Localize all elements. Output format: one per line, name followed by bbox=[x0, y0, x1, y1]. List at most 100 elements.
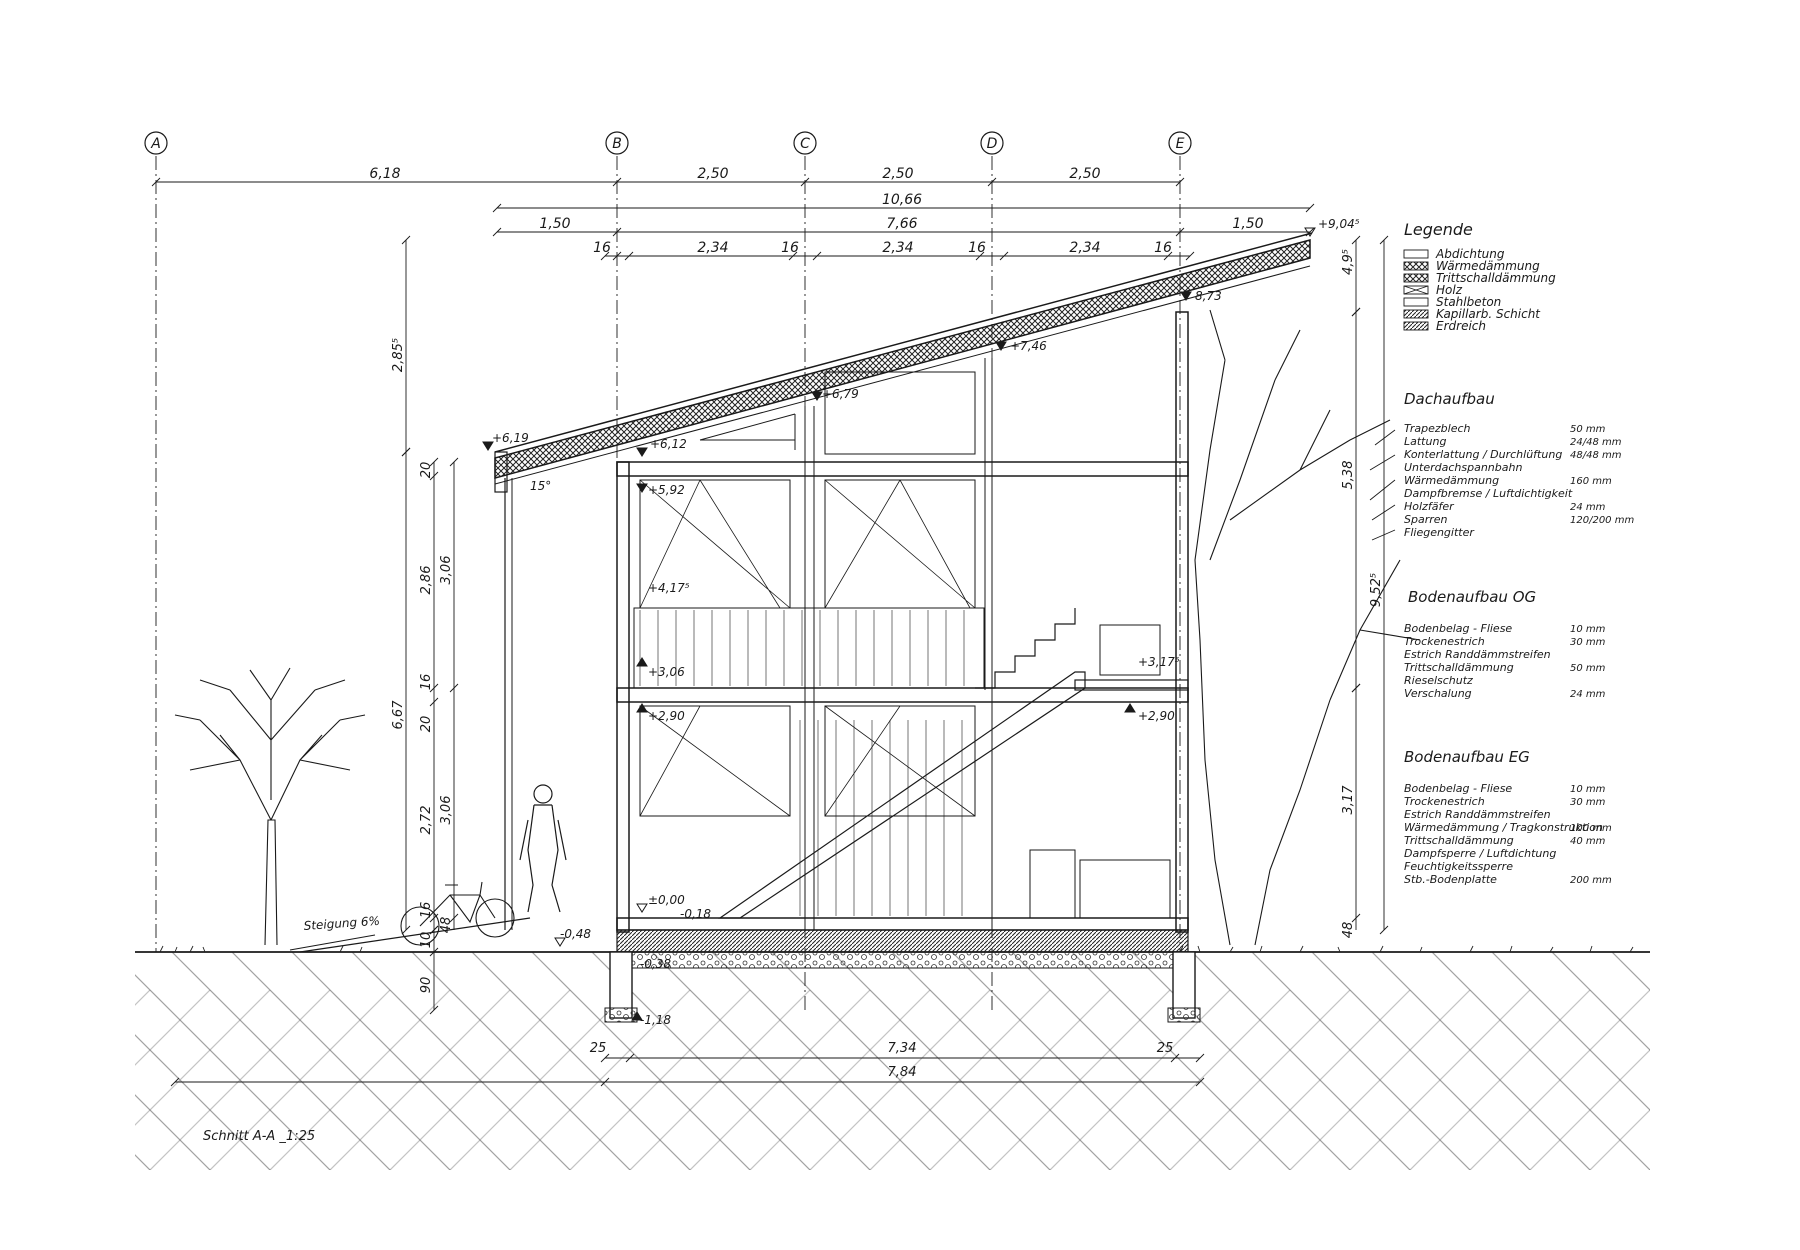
spec-row-name: Feuchtigkeitssperre bbox=[1404, 860, 1513, 873]
spec-row-name: Konterlattung / Durchlüftung bbox=[1404, 448, 1562, 461]
dim-tick bbox=[1175, 177, 1185, 187]
legend-swatch bbox=[1403, 261, 1429, 271]
dim-tick bbox=[624, 251, 634, 261]
spec-row-name: Stb.-Bodenplatte bbox=[1404, 873, 1497, 886]
dim-full-lower: 3,06 bbox=[439, 796, 454, 825]
bicycle bbox=[400, 881, 515, 946]
dim-tick bbox=[1170, 1053, 1180, 1063]
spec-row-name: Bodenbelag - Fliese bbox=[1404, 622, 1512, 635]
legend-label: Wärmedämmung bbox=[1436, 259, 1540, 273]
dim-tick bbox=[612, 251, 622, 261]
spec-row-value: 120/200 mm bbox=[1570, 515, 1634, 526]
dim-right-top: 4,9⁵ bbox=[1341, 249, 1356, 275]
spec-row-name: Trittschalldämmung bbox=[1404, 834, 1514, 847]
dim-tick bbox=[1351, 235, 1361, 245]
grid-axis-bubble bbox=[980, 131, 1004, 155]
legend-swatch bbox=[1403, 285, 1429, 295]
spec-row-name: Estrich Randdämmstreifen bbox=[1404, 808, 1551, 821]
dim-tick bbox=[151, 177, 161, 187]
dim-bottom-right: 25 bbox=[1157, 1041, 1174, 1056]
grid-axis-bubble bbox=[144, 131, 168, 155]
spec-row-name: Fliegengitter bbox=[1404, 526, 1475, 539]
level-top-c: +6,79 bbox=[822, 387, 859, 401]
top-dimensions: 6,18 2,50 2,50 2,50 10,66 1,50 7,66 1,50… bbox=[369, 166, 1263, 256]
dim-tick bbox=[429, 471, 439, 481]
dim-right-total: 9,52⁵ bbox=[1369, 573, 1384, 607]
level-eave: +6,19 bbox=[492, 431, 529, 445]
dim-tick bbox=[1351, 913, 1361, 923]
dim-low-16: 16 bbox=[419, 902, 434, 919]
dim-tick bbox=[999, 251, 1009, 261]
dim-c-d: 2,50 bbox=[882, 166, 913, 182]
dim-column-4: 16 bbox=[1154, 240, 1172, 256]
level-ridge: +9,04⁵ bbox=[1318, 217, 1360, 231]
spec-row-name: Dampfsperre / Luftdichtung bbox=[1404, 847, 1556, 860]
dim-tick bbox=[800, 177, 810, 187]
dim-bay-3: 2,34 bbox=[1069, 240, 1100, 256]
grid-axis-label: E bbox=[1176, 136, 1185, 152]
legend-swatch-x bbox=[1403, 285, 1429, 295]
legend-label: Abdichtung bbox=[1435, 247, 1505, 261]
dim-tick bbox=[1175, 227, 1185, 237]
dim-tick bbox=[1379, 925, 1389, 935]
bodenaufbau-og-title: Bodenaufbau OG bbox=[1408, 588, 1536, 606]
spec-row-name: Bodenbelag - Fliese bbox=[1404, 782, 1512, 795]
legend-title: Legende bbox=[1404, 220, 1473, 239]
legend-swatch bbox=[1403, 249, 1429, 259]
dim-tick bbox=[1351, 307, 1361, 317]
dim-tick bbox=[429, 913, 439, 923]
earth-hatch bbox=[135, 952, 1650, 1170]
dim-bay-1: 2,34 bbox=[697, 240, 728, 256]
spec-row-value: 24/48 mm bbox=[1570, 437, 1622, 448]
level-marks: +9,04⁵ 8,73 +7,46 +6,79 +6,19 +6,12 +5,9… bbox=[492, 217, 1360, 1027]
spec-row-value: 40 mm bbox=[1570, 836, 1606, 847]
dim-tick bbox=[1379, 235, 1389, 245]
dim-tick bbox=[1351, 683, 1361, 693]
dim-tick bbox=[449, 457, 459, 467]
spec-row-name: Sparren bbox=[1404, 513, 1448, 526]
dim-tick bbox=[1185, 251, 1195, 261]
roof-pitch: 15° bbox=[530, 479, 551, 493]
dim-tick bbox=[1305, 227, 1315, 237]
dim-right-upper: 5,38 bbox=[1341, 461, 1356, 490]
grid-axis-label: D bbox=[987, 136, 998, 152]
dim-tick bbox=[429, 683, 439, 693]
dim-slab-mid: 20 bbox=[419, 716, 434, 733]
spec-row-value: 48/48 mm bbox=[1570, 450, 1622, 461]
level-gallery: +4,17⁵ bbox=[648, 581, 690, 595]
dim-tick bbox=[1195, 1077, 1205, 1087]
dim-tick bbox=[1305, 203, 1315, 213]
level-landing: +3,17⁵ bbox=[1138, 655, 1180, 669]
dim-column-3: 16 bbox=[968, 240, 986, 256]
spec-row-value: 24 mm bbox=[1570, 689, 1606, 700]
legend-label: Erdreich bbox=[1436, 319, 1486, 333]
dim-story-lower: 2,72 bbox=[419, 806, 434, 835]
grid-axis-bubble bbox=[605, 131, 629, 155]
spec-row-value: 10 mm bbox=[1570, 784, 1606, 795]
dim-tick bbox=[975, 251, 985, 261]
legend-swatch bbox=[1403, 309, 1429, 319]
spec-row-value: 100 mm bbox=[1570, 823, 1612, 834]
spec-row-name: Holzfäfer bbox=[1404, 500, 1455, 513]
right-dimensions: 4,9⁵ 5,38 9,52⁵ 3,17 48 bbox=[1341, 249, 1384, 938]
dachaufbau-title: Dachaufbau bbox=[1404, 390, 1495, 408]
spec-row-value: 200 mm bbox=[1570, 875, 1612, 886]
spec-row-name: Trockenestrich bbox=[1404, 795, 1485, 808]
foundation bbox=[604, 929, 1201, 1023]
dim-tick bbox=[812, 251, 822, 261]
dimension-lines bbox=[151, 177, 1389, 1087]
grid-axis-bubble bbox=[1168, 131, 1192, 155]
dim-bottom-left: 25 bbox=[590, 1041, 607, 1056]
spec-row-name: Rieselschutz bbox=[1404, 674, 1473, 687]
spec-row-value: 50 mm bbox=[1570, 663, 1606, 674]
dim-right-base: 48 bbox=[1341, 922, 1356, 939]
spec-row-name: Wärmedämmung / Tragkonstruktion bbox=[1404, 821, 1603, 834]
tree-right bbox=[1194, 309, 1421, 946]
spec-row-name: Trittschalldämmung bbox=[1404, 661, 1514, 674]
dim-tick bbox=[612, 227, 622, 237]
dim-tick bbox=[449, 683, 459, 693]
dim-bottom-overall: 7,84 bbox=[888, 1065, 917, 1080]
dim-overall: 10,66 bbox=[882, 192, 922, 208]
